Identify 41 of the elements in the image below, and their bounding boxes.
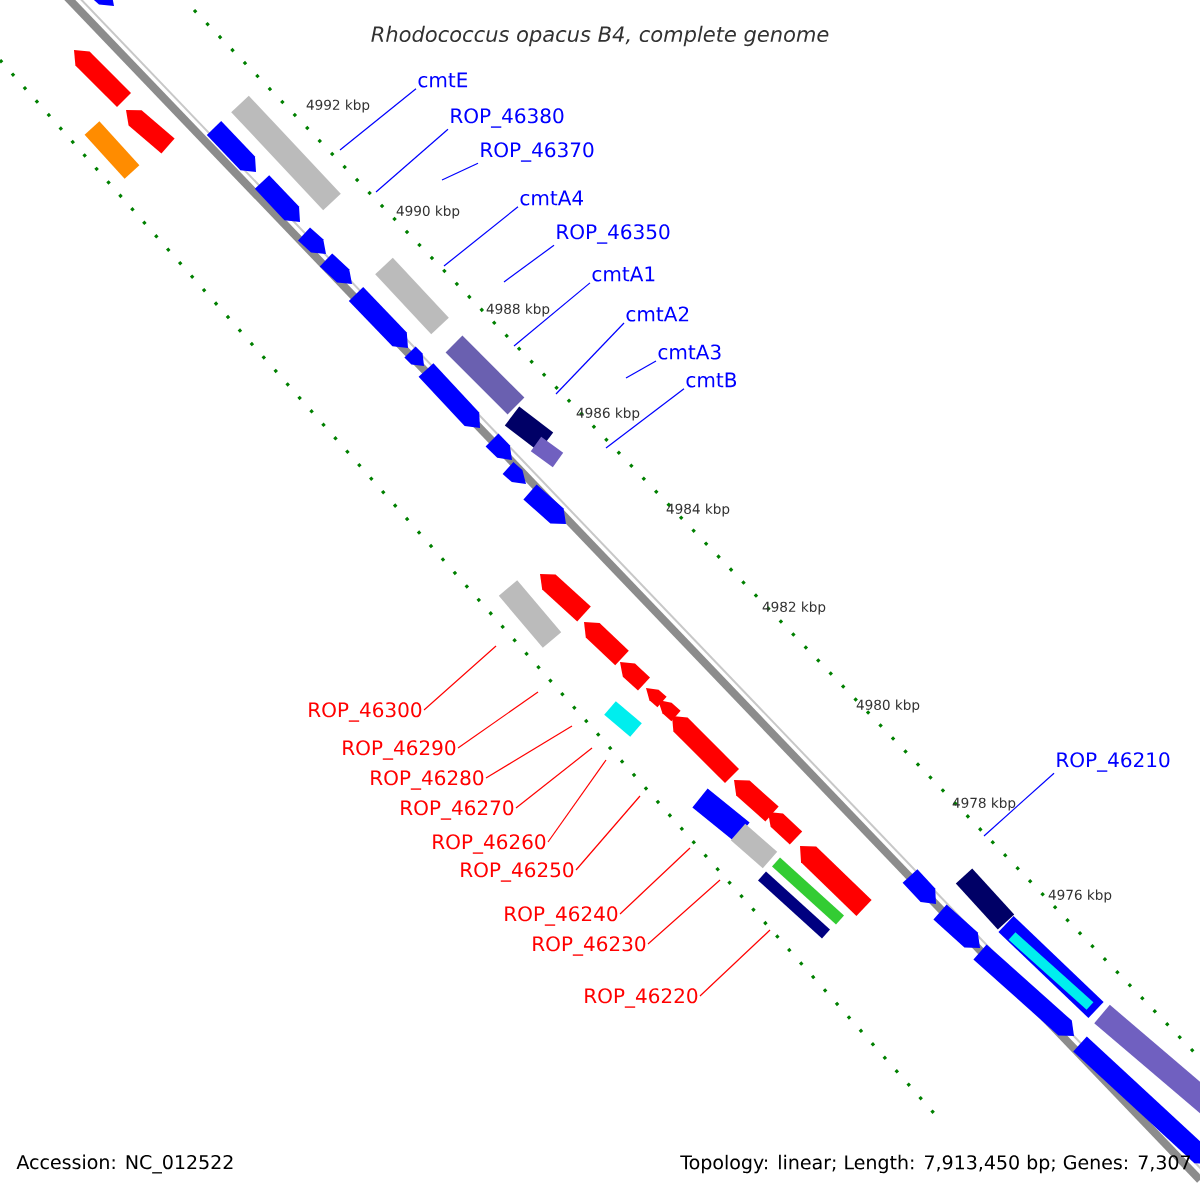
gene-label: cmtA4 — [520, 190, 583, 206]
gene-label: ROP_46220 — [585, 988, 698, 1008]
leader-line — [983, 772, 1055, 837]
gene-label: cmtA2 — [626, 306, 689, 322]
leader-line — [555, 322, 625, 395]
leader-line — [457, 691, 539, 749]
leader-line — [339, 88, 417, 151]
leader-line — [423, 645, 497, 711]
leader-line — [699, 929, 771, 997]
gene-label: cmtA3 — [658, 344, 721, 360]
gene-label: cmtB — [686, 372, 737, 388]
leader-line — [513, 282, 591, 347]
gene-label: ROP_46350 — [557, 224, 670, 244]
gene-label: ROP_46210 — [1057, 752, 1170, 772]
leader-line — [647, 879, 721, 945]
gene-label: ROP_46370 — [481, 142, 594, 162]
gene-label: ROP_46240 — [505, 906, 618, 926]
leader-line — [443, 206, 519, 267]
leader-line — [375, 128, 449, 193]
gene-label: ROP_46260 — [433, 834, 546, 854]
title: Rhodococcus opacus B4, complete genome — [371, 25, 829, 47]
gene-label: ROP_46230 — [533, 936, 646, 956]
gene-label: ROP_46250 — [461, 862, 574, 882]
accession-text: Accession: NC_012522 — [16, 1154, 233, 1174]
genome-info-text: Topology: linear; Length: 7,913,450 bp; Genes: 7,307 — [680, 1154, 1190, 1174]
leader-line — [441, 162, 479, 181]
leader-line — [575, 795, 641, 871]
leader-line — [503, 244, 555, 283]
gene-label: cmtE — [418, 72, 468, 88]
gene-label: ROP_46380 — [451, 108, 564, 128]
leader-line — [619, 847, 691, 915]
leader-line — [485, 725, 573, 779]
leader-line — [625, 360, 657, 379]
gene-label: ROP_46300 — [309, 702, 422, 722]
gene-label: ROP_46290 — [343, 740, 456, 760]
leader-line — [547, 759, 607, 843]
leader-line — [605, 388, 685, 449]
gene-label: ROP_46270 — [401, 800, 514, 820]
leader-line — [515, 747, 593, 809]
gene-label: cmtA1 — [592, 266, 655, 282]
gene-label: ROP_46280 — [371, 770, 484, 790]
